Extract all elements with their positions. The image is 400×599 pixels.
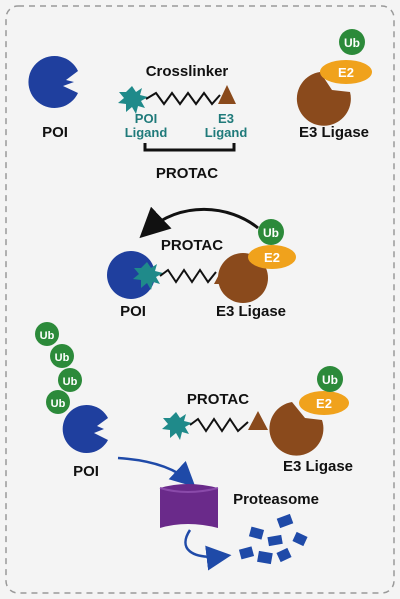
panel-2: PROTAC E2 Ub POI E3 Ligase [107, 206, 296, 320]
ub-chain-label-4: Ub [51, 398, 66, 410]
panel-1: POI Crosslinker POI Ligand E3 Ligand PRO… [28, 29, 372, 182]
ub-chain-shape-3 [58, 368, 82, 392]
e3-ligand-label-1: E3 [218, 111, 234, 126]
ub-chain-shape-4 [46, 390, 70, 414]
e3-ligand-label-2: Ligand [205, 125, 248, 140]
crosslinker-chain [145, 91, 221, 106]
fragment [257, 550, 273, 565]
crosslinker-label: Crosslinker [146, 63, 229, 80]
proteasome-shape [160, 484, 218, 528]
poi-ligand-shape-2 [133, 262, 163, 290]
e3-ligase-shape [296, 72, 351, 126]
e3-ligase-label-2: E3 Ligase [216, 303, 286, 320]
e3-ligand-shape-2 [214, 265, 234, 284]
protac-label-3: PROTAC [187, 391, 249, 408]
fragment [267, 534, 283, 547]
dashed-frame [5, 5, 395, 594]
poi-label-3: POI [73, 463, 99, 480]
fragment [248, 526, 265, 540]
ub-shape-2 [258, 219, 284, 245]
ub-label-3: Ub [322, 373, 338, 387]
e2-shape-2 [248, 245, 296, 269]
ub-shape-3 [317, 366, 343, 392]
proteasome-top [159, 487, 219, 493]
poi-protein-shape-3 [62, 405, 108, 453]
fragment [276, 547, 292, 563]
protac-bracket [143, 143, 236, 152]
protac-label: PROTAC [156, 165, 218, 182]
ub-label: Ub [344, 36, 360, 50]
protac-label-2: PROTAC [161, 237, 223, 254]
fragment [276, 513, 294, 529]
degradation-arrow-out [184, 529, 232, 571]
poi-ligand-label-1: POI [135, 111, 157, 126]
e3-ligand-shape-3 [248, 411, 268, 430]
poi-label: POI [42, 124, 68, 141]
poi-protein-shape [28, 56, 78, 108]
ub-shape [339, 29, 365, 55]
poi-protein-shape-2 [107, 251, 155, 299]
fragment [292, 531, 308, 547]
ub-label-2: Ub [263, 226, 279, 240]
ub-chain-label-1: Ub [40, 330, 55, 342]
crosslinker-chain-3 [189, 417, 249, 433]
e3-ligase-shape-3 [269, 402, 324, 456]
ub-chain-shape-1 [35, 322, 59, 346]
e2-shape-3 [299, 391, 349, 415]
crosslinker-chain-2 [159, 268, 217, 284]
e2-label-2: E2 [264, 250, 280, 265]
e3-ligase-label: E3 Ligase [299, 124, 369, 141]
fragment [238, 546, 255, 560]
ub-chain-label-2: Ub [55, 352, 70, 364]
e3-ligand-shape [218, 85, 236, 104]
e2-label: E2 [338, 65, 354, 80]
e2-label-3: E2 [316, 396, 332, 411]
ub-chain-label-3: Ub [63, 376, 78, 388]
poi-ligand-shape [118, 86, 148, 114]
transfer-arrow [139, 206, 259, 239]
panel-3: Ub Ub Ub Ub POI PROTAC E2 Ub E3 Ligase P… [35, 322, 353, 571]
degradation-arrow-in [117, 456, 196, 488]
poi-label-2: POI [120, 303, 146, 320]
ub-chain-shape-2 [50, 344, 74, 368]
poi-ligand-shape-3 [162, 412, 192, 440]
e3-ligase-label-3: E3 Ligase [283, 458, 353, 475]
poi-ligand-label-2: Ligand [125, 125, 168, 140]
proteasome-label: Proteasome [233, 491, 319, 508]
peptide-fragments [238, 513, 308, 565]
e2-shape [320, 60, 372, 84]
